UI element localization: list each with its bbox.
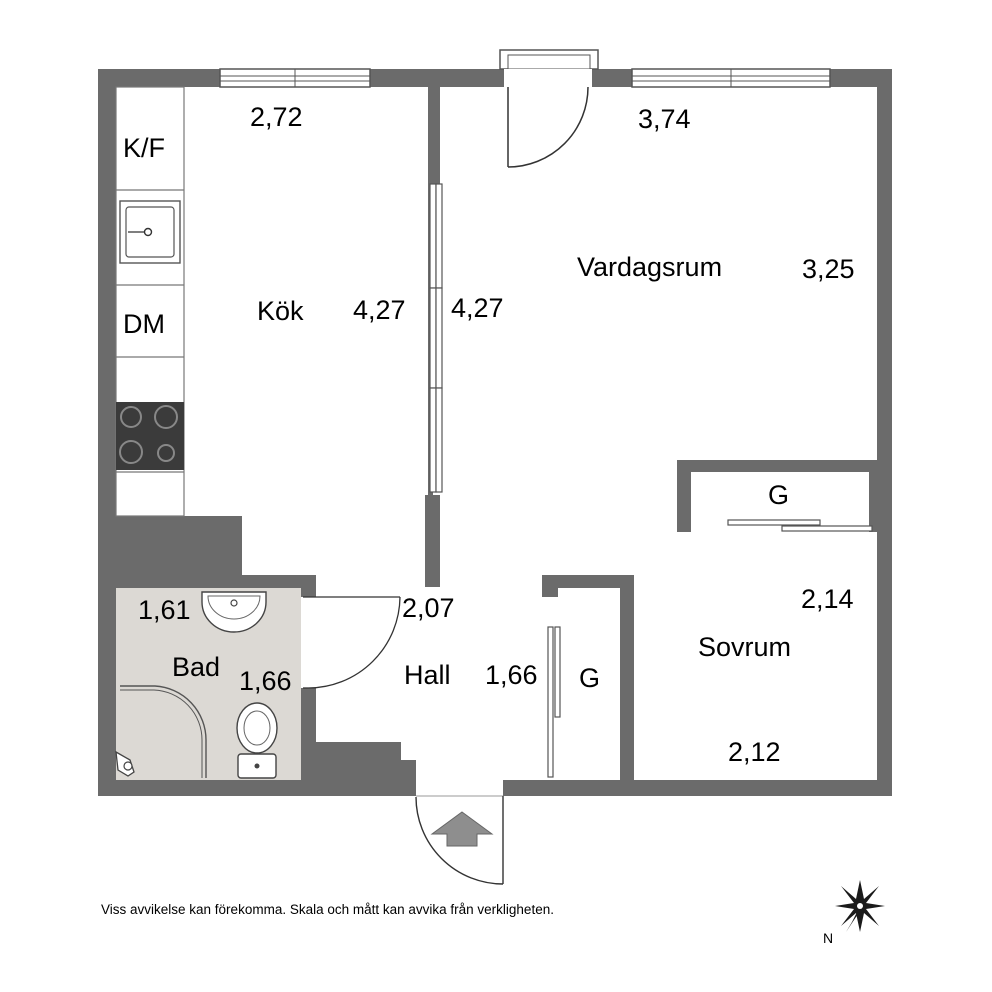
- room-label-closet-bedroom: G: [768, 480, 789, 510]
- room-label-kitchen: Kök: [257, 296, 304, 326]
- fixture-label-fridge-freezer: K/F: [123, 133, 165, 163]
- bathroom-door: [303, 596, 401, 689]
- sliding-door-kitchen-living: [429, 183, 443, 493]
- dim-living-length: 4,27: [451, 293, 504, 323]
- dim-bath-width: 1,61: [138, 595, 191, 625]
- toilet-icon: [236, 702, 278, 779]
- room-label-hall: Hall: [404, 660, 451, 690]
- dim-living-depth: 3,25: [802, 254, 855, 284]
- dim-kitchen-length: 4,27: [353, 295, 406, 325]
- dim-bath-length: 1,66: [239, 666, 292, 696]
- shower-icon: [115, 685, 207, 778]
- stove-icon: [116, 402, 184, 470]
- dim-kitchen-width: 2,72: [250, 102, 303, 132]
- entrance-door: [415, 795, 504, 885]
- bedroom-closet-doors: [727, 519, 873, 532]
- room-label-living: Vardagsrum: [577, 252, 722, 282]
- washbasin-icon: [201, 591, 267, 633]
- dim-living-width: 3,74: [638, 104, 691, 134]
- window-living: [631, 68, 831, 88]
- dim-bedroom-length: 2,14: [801, 584, 854, 614]
- dim-hall-width: 2,07: [402, 593, 455, 623]
- dim-bedroom-width: 2,12: [728, 737, 781, 767]
- dim-hall-length: 1,66: [485, 660, 538, 690]
- entrance-arrow-icon: [430, 811, 494, 847]
- fixture-label-dishwasher: DM: [123, 309, 165, 339]
- disclaimer-text: Viss avvikelse kan förekomma. Skala och …: [101, 902, 554, 917]
- room-label-bedroom: Sovrum: [698, 632, 791, 662]
- balcony-door: [499, 49, 599, 168]
- sink-icon: [119, 200, 181, 264]
- window-kitchen: [219, 68, 371, 88]
- compass-north-label: N: [823, 930, 833, 946]
- compass-icon: [835, 880, 885, 932]
- room-label-bathroom: Bad: [172, 652, 220, 682]
- room-label-closet-hall: G: [579, 663, 600, 693]
- hall-closet-doors: [547, 626, 561, 778]
